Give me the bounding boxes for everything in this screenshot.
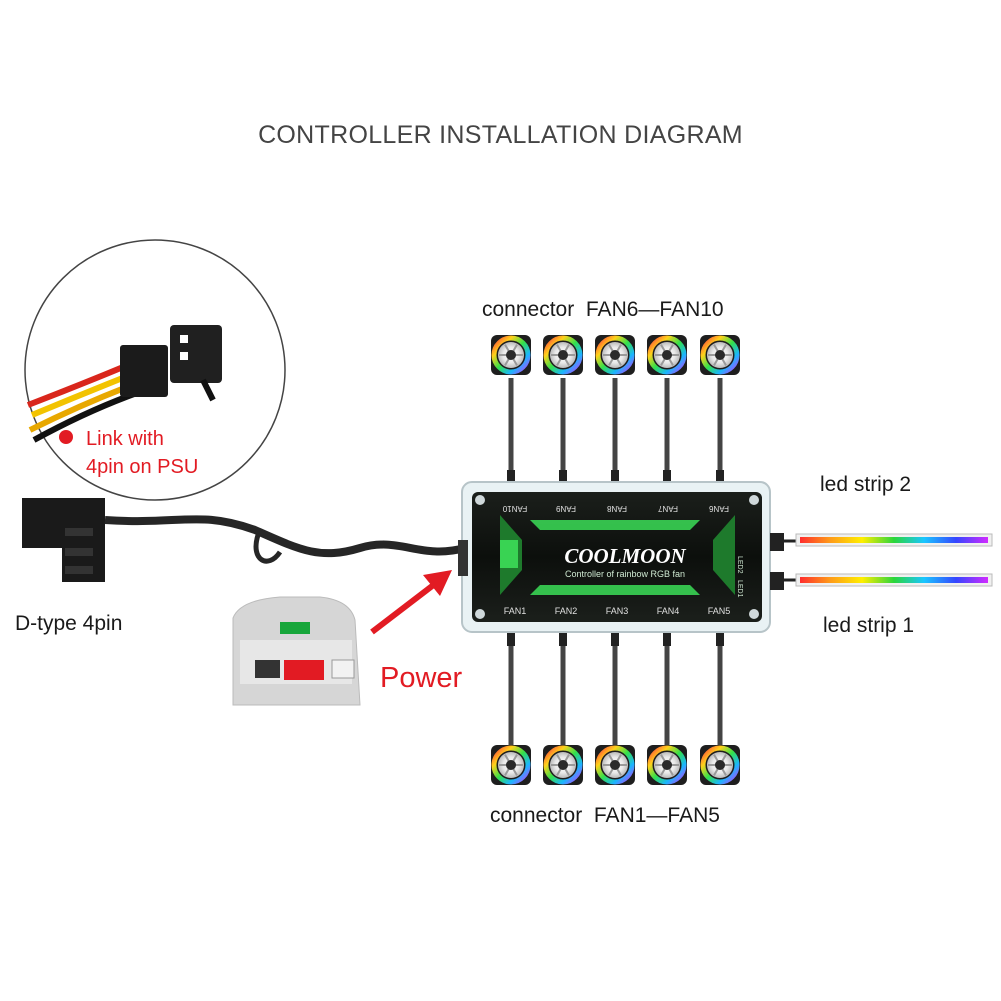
led-strip-2-label: led strip 2 <box>820 473 911 496</box>
fan-icon-bottom-4 <box>647 745 687 785</box>
fan-icon-bottom-1 <box>491 745 531 785</box>
controller-bottom-port-labels: FAN1 FAN2 FAN3 FAN4 FAN5 <box>504 606 731 616</box>
fan-icon-bottom-3 <box>595 745 635 785</box>
port-label-fan3: FAN3 <box>606 606 629 616</box>
dtype-label: D-type 4pin <box>15 612 122 635</box>
psu-callout-line2: 4pin on PSU <box>86 456 198 478</box>
fan-icon-bottom-5 <box>700 745 740 785</box>
port-label-fan4: FAN4 <box>657 606 680 616</box>
port-label-fan9: FAN9 <box>555 504 576 513</box>
led-strip-1 <box>770 572 993 590</box>
led-strip-1-label: led strip 1 <box>823 614 914 637</box>
fan-icon-top-1 <box>491 335 531 375</box>
controller-top-port-labels: FAN10 FAN9 FAN8 FAN7 FAN6 <box>502 504 729 513</box>
controller-side-port-labels: LED2 LED1 <box>736 556 743 598</box>
port-label-led2: LED2 <box>736 556 743 574</box>
bottom-fans-group <box>491 632 740 785</box>
port-label-led1: LED1 <box>736 580 743 598</box>
psu-callout <box>24 239 286 501</box>
fan-icon-top-2 <box>543 335 583 375</box>
controller-subtitle: Controller of rainbow RGB fan <box>565 569 685 579</box>
top-connector-label: connector FAN6—FAN10 <box>482 298 724 321</box>
top-fans-group <box>491 335 740 484</box>
power-label: Power <box>380 662 463 694</box>
fan-icon-top-4 <box>647 335 687 375</box>
diagram-title: CONTROLLER INSTALLATION DIAGRAM <box>258 121 743 149</box>
power-arrow-icon <box>370 570 452 635</box>
fan-icon-top-3 <box>595 335 635 375</box>
bottom-connector-label: connector FAN1—FAN5 <box>490 804 720 827</box>
dtype-connector-icon <box>22 498 105 582</box>
port-label-fan2: FAN2 <box>555 606 578 616</box>
led-strip-2 <box>770 533 993 551</box>
fan-icon-bottom-2 <box>543 745 583 785</box>
port-label-fan8: FAN8 <box>606 504 627 513</box>
power-port-inset <box>232 596 361 706</box>
port-label-fan6: FAN6 <box>708 504 729 513</box>
molex-connector-icon <box>120 325 222 402</box>
port-label-fan1: FAN1 <box>504 606 527 616</box>
fan-icon-top-5 <box>700 335 740 375</box>
psu-callout-line1: Link with <box>86 428 164 450</box>
controller-brand: COOLMOON <box>564 544 686 568</box>
port-label-fan5: FAN5 <box>708 606 731 616</box>
port-label-fan10: FAN10 <box>502 504 527 513</box>
port-label-fan7: FAN7 <box>657 504 678 513</box>
power-cable <box>104 515 467 564</box>
